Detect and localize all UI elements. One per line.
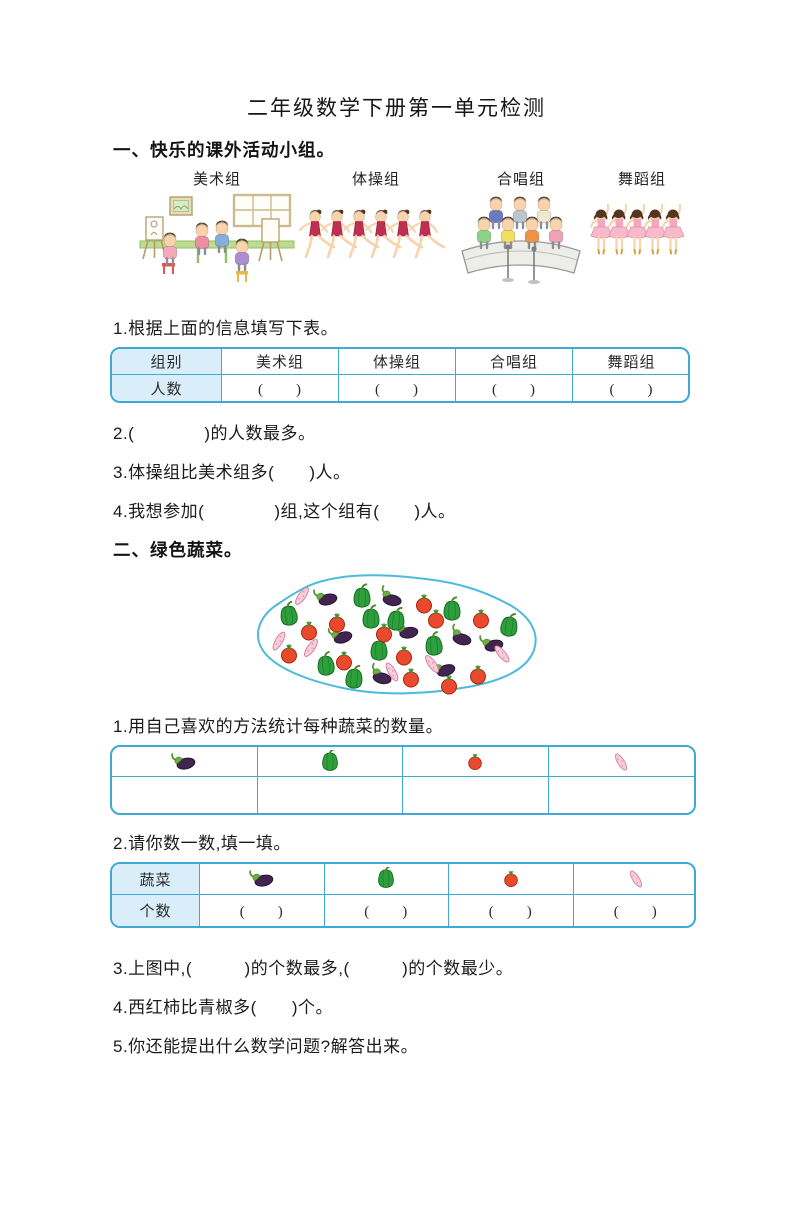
group-label-dance: 舞蹈组	[617, 172, 666, 188]
gymnastics-illustration	[296, 191, 456, 296]
tally-empty-cell	[403, 777, 549, 813]
tally-empty-cell	[112, 777, 258, 813]
question-s1-2: 2.( )的人数最多。	[113, 424, 316, 443]
groups-table-corner: 组别	[112, 349, 222, 375]
group-label-art: 美术组	[192, 172, 241, 188]
green-pepper-icon	[321, 749, 339, 771]
groups-table-col-choir: 合唱组	[456, 349, 573, 375]
group-art: 美术组	[138, 168, 296, 296]
dance-illustration	[586, 191, 698, 296]
choir-illustration	[456, 191, 586, 296]
groups-table-col-gym: 体操组	[339, 349, 456, 375]
group-label-gymnastics: 体操组	[351, 172, 400, 188]
group-gymnastics: 体操组	[296, 168, 456, 296]
count-table-row1-label: 蔬菜	[112, 864, 200, 895]
question-s1-1: 1.根据上面的信息填写下表。	[113, 319, 339, 338]
section-one-heading: 一、快乐的课外活动小组。	[113, 140, 335, 160]
group-choir: 合唱组	[456, 168, 586, 296]
question-s1-3: 3.体操组比美术组多( )人。	[113, 463, 351, 482]
groups-table: 组别 美术组 体操组 合唱组 舞蹈组 人数 ( ) ( ) ( ) ( )	[110, 347, 690, 403]
blank-answer-cell: ( )	[339, 375, 456, 401]
blank-answer-cell: ( )	[613, 904, 658, 920]
scatter-outline	[257, 574, 537, 695]
yam-icon	[613, 751, 630, 772]
count-table: 蔬菜 个数 ( ) ( ) ( ) ( )	[110, 862, 696, 928]
group-dance: 舞蹈组	[586, 168, 698, 296]
question-s2-1: 1.用自己喜欢的方法统计每种蔬菜的数量。	[113, 717, 444, 736]
question-s1-4: 4.我想参加( )组,这个组有( )人。	[113, 502, 456, 521]
section-two-heading: 二、绿色蔬菜。	[113, 540, 243, 560]
group-label-choir: 合唱组	[496, 172, 545, 188]
question-s2-5: 5.你还能提出什么数学问题?解答出来。	[113, 1037, 419, 1056]
activity-groups-row: 美术组	[138, 168, 793, 296]
tally-table	[110, 745, 696, 815]
question-s2-3: 3.上图中,( )的个数最多,( )的个数最少。	[113, 959, 514, 978]
blank-answer-cell: ( )	[609, 381, 654, 398]
tally-empty-cell	[549, 777, 695, 813]
groups-table-row-label: 人数	[112, 375, 222, 401]
blank-answer-cell: ( )	[325, 895, 449, 926]
green-pepper-icon	[377, 867, 395, 889]
blank-answer-cell: ( )	[222, 375, 339, 401]
count-table-row2-label: 个数	[112, 895, 200, 926]
blank-answer-cell: ( )	[456, 375, 573, 401]
blank-answer-cell: ( )	[200, 895, 325, 926]
vegetable-scatter	[246, 570, 546, 702]
tomato-icon	[503, 870, 518, 888]
blank-answer-cell: ( )	[449, 895, 574, 926]
worksheet-page: 二年级数学下册第一单元检测 一、快乐的课外活动小组。 美术组	[0, 92, 793, 1214]
question-s2-4: 4.西红柿比青椒多( )个。	[113, 998, 333, 1017]
groups-table-col-dance: 舞蹈组	[573, 349, 688, 375]
tally-empty-cell	[258, 777, 403, 813]
tomato-icon	[468, 752, 483, 770]
art-illustration	[138, 191, 296, 296]
eggplant-icon	[171, 748, 198, 772]
groups-table-col-art: 美术组	[222, 349, 339, 375]
question-s2-2: 2.请你数一数,填一填。	[113, 834, 291, 853]
page-title: 二年级数学下册第一单元检测	[247, 96, 546, 120]
yam-icon	[627, 868, 644, 890]
eggplant-icon	[248, 866, 275, 890]
